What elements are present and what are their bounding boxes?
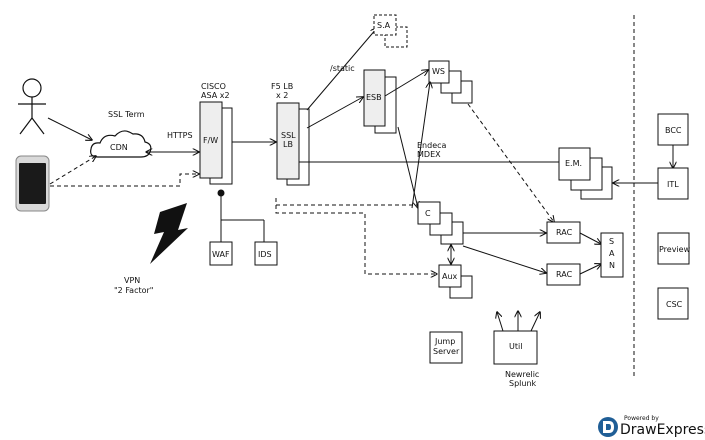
- waf-label: WAF: [212, 250, 230, 259]
- bcc-label: BCC: [665, 126, 682, 135]
- preview-label: Preview: [659, 245, 691, 254]
- splunk-label: Splunk: [509, 379, 537, 388]
- cdn-label: CDN: [110, 143, 128, 152]
- san-n-label: N: [609, 261, 615, 270]
- powered-by-label: Powered by: [624, 415, 659, 422]
- edge-esb-ws: [384, 70, 428, 97]
- util-arrow-left: [497, 312, 504, 332]
- san-s-label: S: [609, 237, 614, 246]
- mobile-phone-icon: [15, 155, 50, 212]
- newrelic-label: Newrelic: [505, 370, 539, 379]
- tap-point: [217, 189, 225, 197]
- csc-box[interactable]: [657, 287, 689, 320]
- edge-ssllb-esb: [306, 97, 363, 129]
- jump-server-box[interactable]: [429, 331, 463, 364]
- util-label: Util: [509, 342, 522, 351]
- util-arrow-right: [530, 312, 540, 332]
- em-box[interactable]: [558, 147, 591, 181]
- itl-box[interactable]: [657, 167, 689, 200]
- x2-label: x 2: [276, 91, 288, 100]
- f5lb-label: F5 LB: [271, 82, 293, 91]
- waf-box[interactable]: [209, 241, 233, 266]
- user-icon: [18, 78, 46, 135]
- em-label: E.M.: [565, 159, 582, 168]
- fw-label: F/W: [203, 136, 218, 145]
- csc-label: CSC: [666, 300, 683, 309]
- preview-box[interactable]: [657, 232, 690, 265]
- rac1-label: RAC: [556, 228, 573, 237]
- edge-phone-cdn: [49, 156, 96, 185]
- server-label: Server: [433, 347, 460, 356]
- endeca-label: Endeca: [417, 141, 447, 150]
- edge-ssllb-aux: [275, 205, 437, 274]
- rac2-label: RAC: [556, 270, 573, 279]
- fw-box[interactable]: [199, 101, 223, 179]
- ssllb-box[interactable]: [276, 102, 300, 180]
- vpn-lightning-icon: [150, 203, 188, 264]
- rac2-box[interactable]: [546, 263, 581, 286]
- esb-box[interactable]: [363, 69, 386, 127]
- edge-phone-fw: [50, 174, 199, 187]
- edge-ssllb-sa: [306, 28, 377, 111]
- aux-label: Aux: [442, 272, 458, 281]
- ids-box[interactable]: [254, 241, 278, 266]
- itl-label: ITL: [667, 180, 679, 189]
- c-box[interactable]: [417, 201, 441, 225]
- ws-box[interactable]: [428, 60, 450, 84]
- ssl-term-label: SSL Term: [108, 110, 145, 119]
- edge-user-cdn: [47, 117, 92, 140]
- edge-ws-rac: [467, 103, 554, 222]
- two-factor-label: "2 Factor": [114, 286, 153, 295]
- edge-rac1-san: [579, 232, 601, 244]
- fw-tap-connector: [220, 190, 265, 242]
- edge-esb-c: [397, 126, 418, 208]
- ws-label: WS: [432, 67, 445, 76]
- sa-box[interactable]: [373, 14, 397, 36]
- static-label: /static: [330, 64, 355, 73]
- vpn-label: VPN: [124, 276, 140, 285]
- mdex-label: MDEX: [417, 150, 441, 159]
- asa-label: ASA x2: [201, 91, 230, 100]
- edge-rac2-san: [579, 264, 601, 275]
- cisco-label: CISCO: [201, 82, 226, 91]
- drawexpress-logo: [598, 417, 618, 437]
- https-label: HTTPS: [167, 131, 193, 140]
- edge-c-rac2: [462, 245, 546, 273]
- esb-label: ESB: [366, 93, 382, 102]
- brand-label: DrawExpress: [620, 422, 705, 438]
- ids-label: IDS: [258, 250, 272, 259]
- util-box[interactable]: [493, 330, 538, 365]
- edge-ssllb-c: [275, 198, 420, 210]
- sa-label: S.A: [377, 21, 391, 30]
- ssl-label: SSL: [281, 131, 296, 140]
- c-label: C: [425, 209, 431, 218]
- rac1-box[interactable]: [546, 221, 581, 244]
- aux-box[interactable]: [438, 264, 462, 288]
- jump-label: Jump: [434, 337, 455, 346]
- san-box[interactable]: [600, 232, 624, 278]
- san-a-label: A: [609, 249, 615, 258]
- lb-label: LB: [283, 140, 293, 149]
- edge-ws-c: [411, 82, 430, 209]
